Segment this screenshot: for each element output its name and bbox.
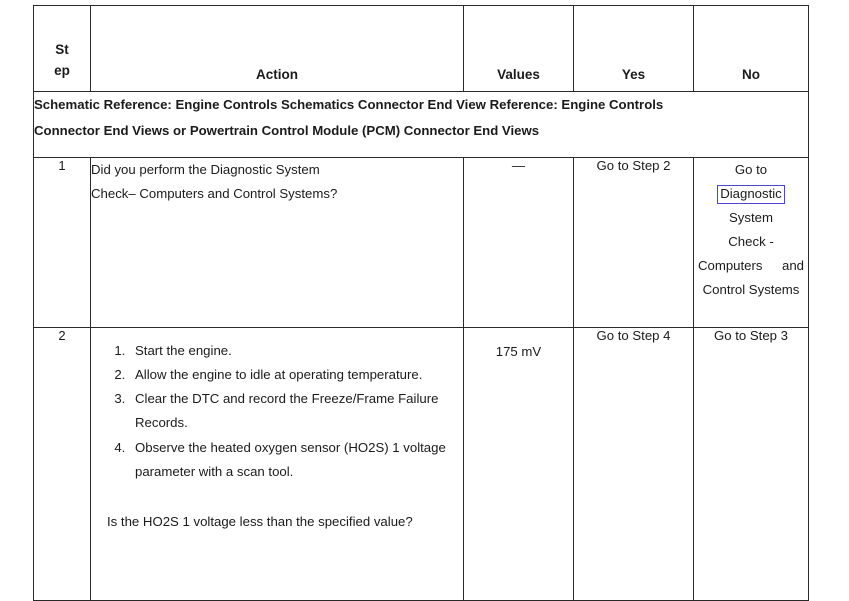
table-row: 2 Start the engine. Allow the engine to … <box>33 327 809 601</box>
step-1-action-line2: Check– Computers and Control Systems? <box>91 186 338 202</box>
schematic-reference-row: Schematic Reference: Engine Controls Sch… <box>33 91 809 158</box>
column-header-values: Values <box>463 5 574 92</box>
list-item: Observe the heated oxygen sensor (HO2S) … <box>129 436 451 484</box>
step-1-no-line3: System <box>729 210 773 226</box>
column-header-step-line1: St <box>55 42 69 58</box>
step-2-action: Start the engine. Allow the engine to id… <box>90 327 464 601</box>
step-2-question: Is the HO2S 1 voltage less than the spec… <box>107 513 413 529</box>
list-item: Allow the engine to idle at operating te… <box>129 363 451 387</box>
step-1-no-link-wrapper: Diagnostic <box>694 182 808 206</box>
column-header-step-line2: ep <box>54 63 70 79</box>
diagnostic-link-highlight[interactable]: Diagnostic <box>717 185 785 204</box>
step-1-no-line6: Control Systems <box>702 282 800 298</box>
column-header-no: No <box>693 5 809 92</box>
document-page: St ep Action Values Yes No Schematic Ref… <box>0 0 849 574</box>
step-1-values-text: — <box>511 158 526 173</box>
schematic-reference-cell: Schematic Reference: Engine Controls Sch… <box>33 91 809 158</box>
step-1-no-line5: Computers and <box>698 258 804 274</box>
step-2-yes: Go to Step 4 <box>573 327 694 601</box>
diagnostic-procedure-table: St ep Action Values Yes No Schematic Ref… <box>33 5 809 601</box>
step-2-no: Go to Step 3 <box>693 327 809 601</box>
step-1-yes: Go to Step 2 <box>573 157 694 328</box>
step-1-no-line1: Go to <box>734 162 768 177</box>
table-row: 1 Did you perform the Diagnostic System … <box>33 157 809 328</box>
table-header-row: St ep Action Values Yes No <box>33 5 809 92</box>
column-header-yes: Yes <box>573 5 694 92</box>
list-item: Start the engine. <box>129 339 451 363</box>
step-1-no-line4: Check - <box>728 234 774 250</box>
step-1-values: — <box>463 157 574 328</box>
step-number-1: 1 <box>33 157 91 328</box>
step-number-2: 2 <box>33 327 91 601</box>
list-item: Clear the DTC and record the Freeze/Fram… <box>129 387 451 435</box>
schematic-reference-line1: Schematic Reference: Engine Controls Sch… <box>34 97 664 112</box>
column-header-step: St ep <box>33 5 91 92</box>
step-1-no: Go to Diagnostic System Check - Computer… <box>693 157 809 328</box>
schematic-reference-line2: Connector End Views or Powertrain Contro… <box>34 122 540 138</box>
column-header-action: Action <box>90 5 464 92</box>
step-1-action: Did you perform the Diagnostic System Ch… <box>90 157 464 328</box>
step-2-values: 175 mV <box>463 327 574 601</box>
step-1-action-line1: Did you perform the Diagnostic System <box>91 162 320 177</box>
step-2-action-list: Start the engine. Allow the engine to id… <box>103 339 451 484</box>
